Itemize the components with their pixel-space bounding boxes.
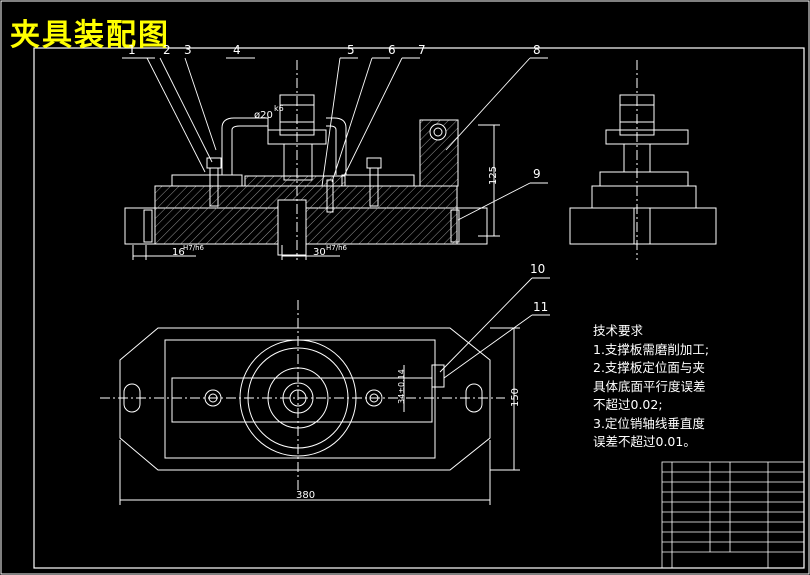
callout-6: 6 [388, 43, 396, 57]
callout-7: 7 [418, 43, 426, 57]
leader-lines [122, 57, 550, 379]
front-view [124, 60, 500, 260]
tech-line-4: 不超过0.02; [593, 397, 663, 412]
callout-4: 4 [233, 43, 241, 57]
dim-150: 150 [510, 387, 522, 408]
top-view [100, 300, 520, 505]
callout-5: 5 [347, 43, 355, 57]
dim-30: 30 [313, 247, 326, 258]
dim-16-fit: H7/h6 [183, 244, 204, 252]
callout-3: 3 [184, 43, 192, 57]
callout-8: 8 [533, 43, 541, 57]
dim-125: 125 [488, 165, 500, 186]
drawing-frame [33, 47, 805, 569]
title-block [661, 461, 805, 569]
callout-9: 9 [533, 167, 541, 181]
dim-phi20: ø20 [254, 110, 273, 121]
tech-heading: 技术要求 [593, 323, 644, 338]
callout-11: 11 [533, 300, 549, 314]
callout-10: 10 [530, 262, 546, 276]
tech-line-1: 1.支撑板需磨削加工; [593, 341, 710, 357]
dim-34: 34±0.14 [396, 369, 406, 404]
callout-1: 1 [128, 43, 136, 57]
drawing-title: 夹具装配图 [10, 18, 170, 53]
dim-30-fit: H7/h6 [326, 244, 347, 252]
dim-16: 16 [172, 247, 185, 258]
dim-fit-k6: k6 [274, 104, 284, 113]
tech-line-5: 3.定位销轴线垂直度 [593, 415, 705, 431]
dim-380: 380 [296, 490, 316, 501]
callout-2: 2 [163, 43, 171, 57]
tech-line-6: 误差不超过0.01。 [593, 434, 696, 449]
tech-line-2: 2.支撑板定位面与夹 [593, 360, 705, 375]
tech-line-3: 具体底面平行度误差 [593, 378, 706, 394]
technical-requirements: 技术要求 1.支撑板需磨削加工; 2.支撑板定位面与夹 具体底面平行度误差 不超… [593, 322, 709, 452]
side-view [569, 60, 717, 260]
